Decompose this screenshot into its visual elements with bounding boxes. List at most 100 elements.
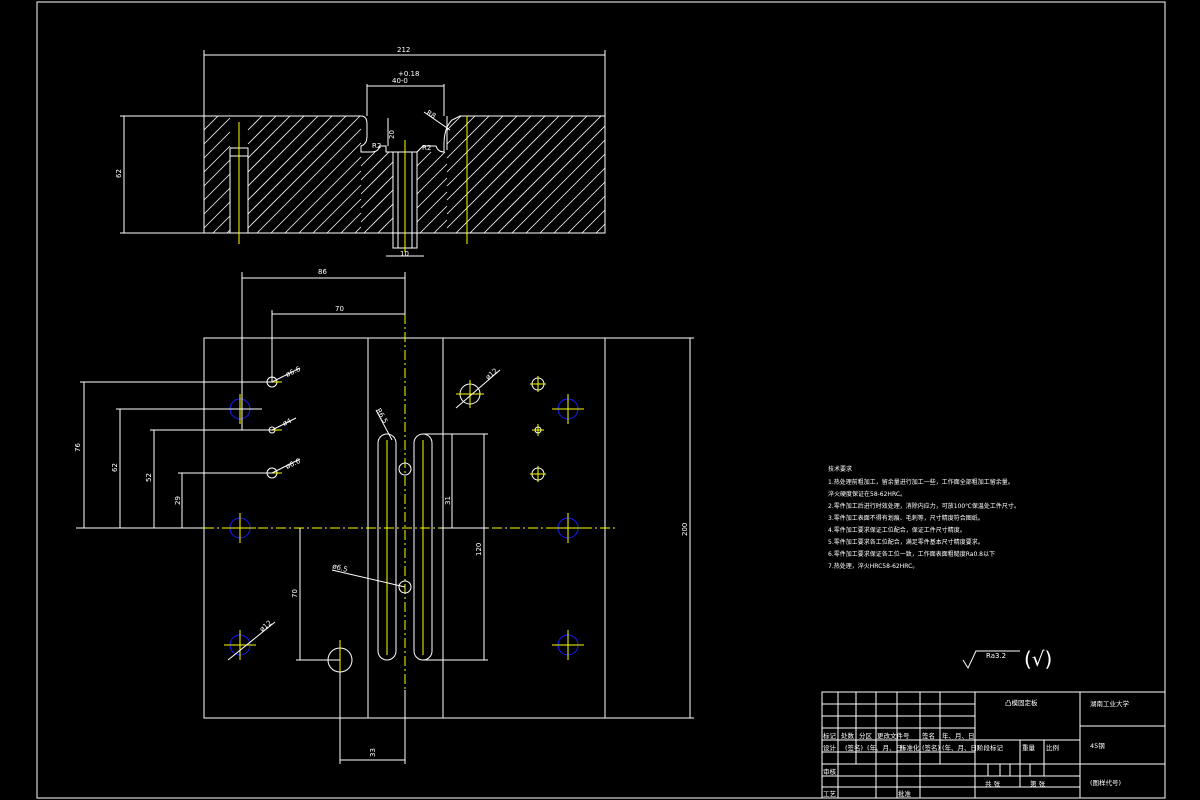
hatch-line [247,115,263,131]
dim-31: 31 [444,496,452,505]
hatch-line [298,170,362,234]
label-hole-66-a: ø6.6 [284,365,302,379]
dim-120: 120 [475,543,483,556]
dim-76: 76 [74,443,82,452]
hatch-line [511,139,606,234]
label-hole-12-bottom: ø12 [258,619,273,634]
dim-slot-width: 40-0 [392,77,408,85]
dim-slot-r-right: R8 [425,109,437,121]
hatch-line [595,223,606,234]
note-line: 4.零件加工要求保证工位配合，保证工件尺寸精度。 [828,526,966,534]
hatch-line [416,163,448,195]
dim-29: 29 [174,496,182,505]
dim-62v: 62 [111,463,119,472]
dim-86: 86 [318,268,327,276]
hatch-line [203,201,231,229]
dim-pin-width: 10 [400,250,409,258]
hatch-line [247,115,319,187]
hatch-line [497,125,606,234]
hatch-line [416,151,432,167]
hatch-line [247,115,347,215]
hatch-line [360,175,394,209]
dim-200: 200 [681,523,689,536]
hatch-left [203,115,362,234]
note-line: 7.热处理，淬火HRC58-62HRC。 [828,562,918,570]
technical-notes: 技术要求 1.热处理前粗加工，留余量进行加工一些，工作面全部粗加工留余量。 淬火… [828,465,1020,570]
hatch-line [326,198,362,234]
hatch-line [212,215,231,234]
tb-row-label: 标记 [823,731,837,740]
tb-row-label: 分区 [859,731,873,740]
hatch-line [203,115,219,131]
label-hole-65: ø6.5 [331,562,348,574]
hole-center-upper [398,462,412,476]
hatch-line [416,191,448,223]
hatch-line [446,115,560,229]
dim-52: 52 [145,473,153,482]
hatch-line [203,187,231,215]
hatch-line [247,115,361,229]
dim-plate-thickness: 62 [115,169,123,178]
hatch-line [469,115,588,234]
hatch-line [203,117,231,145]
hatch-line [360,161,394,195]
tb-row2-label: 标准化 [900,743,920,752]
tb-stage-label: 阶段标记 [977,743,1004,752]
hole-center-lower [398,580,412,594]
note-line: 淬火硬度保证在58-62HRC。 [828,490,906,498]
dim-33: 33 [369,748,377,757]
tb-row2-label: (签名) [922,743,940,752]
hatch-line [525,153,606,234]
hatch-line [247,115,305,173]
note-line: 5.零件加工要求各工位配合，满足零件基本尺寸精度要求。 [828,538,984,546]
hatch-line [553,181,606,234]
hatch-line [360,151,376,167]
hatch-line [419,205,448,234]
hatch-line [203,173,231,201]
title-block: 凸模固定板 湖南工业大学 45钢 (图样代号) 标记 处数 分区 更改文件号 签… [821,691,1166,799]
note-line: 3.零件加工表面不得有划痕、毛刺等，尺寸精度符合图纸。 [828,514,984,522]
dim-70v: 70 [291,589,299,598]
label-slot-r: R6.5 [374,407,389,425]
tb-row2-label: 设计 [823,743,837,752]
dim-slot-r1: R2 [372,142,381,150]
hatch-line [433,219,448,234]
hatch-line [203,159,231,187]
tb-process: 工艺 [823,790,837,798]
tb-stage-label: 重量 [1022,744,1036,752]
hatch-line [446,115,476,145]
tb-row-label: 年、月、日 [942,731,975,740]
note-line: 6.零件加工要求保证各工位一致，工作面表面粗糙度Ra0.8以下 [828,550,995,558]
hatch-line [354,226,362,234]
hatch-line [256,128,362,234]
dim-slot-tol: +0.18 [398,70,419,78]
hatch-line [581,209,606,234]
hatch-line [203,145,231,173]
tb-row2-label: (年、月、日) [867,743,905,752]
hatch-line [340,212,362,234]
tb-row2-label: (年、月、日) [942,743,980,752]
dim-70h: 70 [335,305,344,313]
tb-school: 湖南工业大学 [1090,699,1130,708]
hatch-line [539,167,606,234]
dim-slot-depth: 20 [388,130,396,139]
dim-slot-r2: R2 [422,144,431,152]
note-line: 1.热处理前粗加工，留余量进行加工一些，工作面全部粗加工留余量。 [828,478,1014,486]
drawing-frame [36,1,1166,799]
tb-approve: 批准 [898,789,912,798]
tb-row-label: 签名 [922,731,935,740]
hatch-line [446,115,462,131]
hatch-line [567,195,606,234]
hatch-line [360,151,390,181]
hatch-line [247,115,291,159]
hatch-line [455,115,574,234]
hatch-line [446,115,546,215]
section-outline [203,115,606,234]
roughness-general: (√) [1024,647,1052,671]
hatch-line [446,115,532,201]
tb-part-name: 凸模固定板 [1005,698,1038,707]
tb-sheet-total: 共 张 [985,779,1001,788]
hatch-line [284,156,362,234]
hatch-line [416,177,448,209]
